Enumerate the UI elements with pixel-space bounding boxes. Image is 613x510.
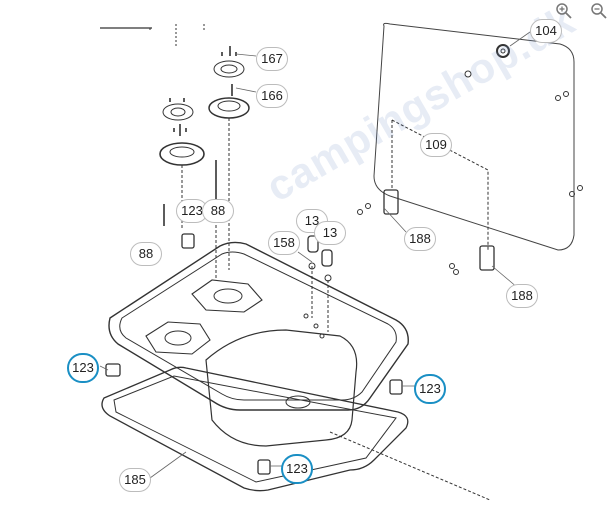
callout-158[interactable]: 158 [268,231,300,255]
callout-167[interactable]: 167 [256,47,288,71]
hinge-lower [479,245,495,271]
zoom-in-icon [556,3,572,19]
callout-123-top[interactable]: 123 [176,199,208,223]
callout-166[interactable]: 166 [256,84,288,108]
sink-bowl [205,329,358,447]
callout-109[interactable]: 109 [420,133,452,157]
burner-ring-left [159,142,205,166]
lid-screw-hole [464,70,472,78]
knob-b [321,249,333,267]
callout-185[interactable]: 185 [119,468,151,492]
mounting-seal [101,366,409,492]
clamp-left [105,363,121,377]
burner-cap-small [213,60,245,78]
hob-sink-unit [108,241,409,411]
callout-13-b[interactable]: 13 [314,221,346,245]
zoom-in-button[interactable] [555,2,573,20]
burner-ring-left-upper [162,103,194,121]
callout-88-b[interactable]: 88 [130,242,162,266]
hinge-upper [383,189,399,215]
lid-grommet [496,44,510,58]
callout-88-a[interactable]: 88 [202,199,234,223]
clamp-right [389,379,403,395]
callout-188-b[interactable]: 188 [506,284,538,308]
clamp-bottom [257,459,271,475]
zoom-out-icon [591,3,607,19]
callout-123-right[interactable]: 123 [414,374,446,404]
knob-a [307,235,319,253]
callout-123-left[interactable]: 123 [67,353,99,383]
zoom-out-button[interactable] [590,2,608,20]
clamp-top [181,233,195,249]
callout-104[interactable]: 104 [530,19,562,43]
glass-lid [373,22,575,251]
callout-188-a[interactable]: 188 [404,227,436,251]
callout-123-bottom[interactable]: 123 [281,454,313,484]
